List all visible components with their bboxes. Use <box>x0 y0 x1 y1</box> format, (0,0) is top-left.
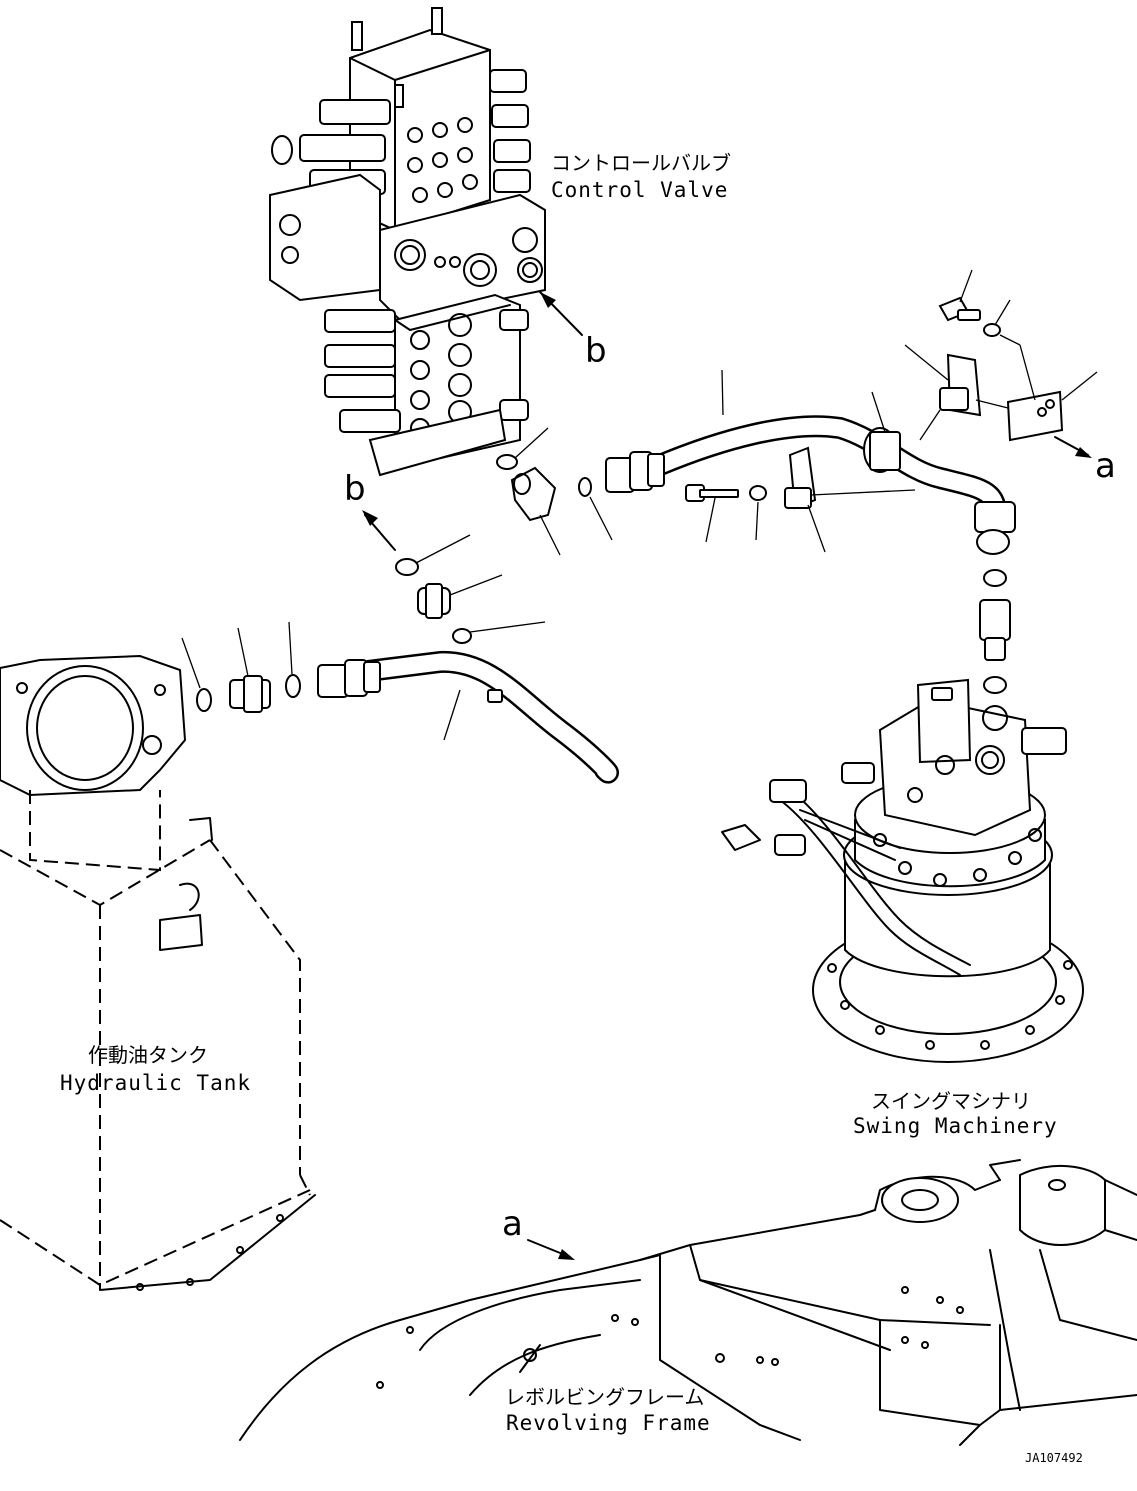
drawing-code: JA107492 <box>1025 1451 1083 1465</box>
revolving-frame-label-en: Revolving Frame <box>506 1411 711 1435</box>
fitting-parts: b <box>181 427 613 713</box>
revolving-frame: a <box>239 1159 1137 1446</box>
swing-port-fittings <box>979 569 1011 694</box>
control-valve-leaders <box>539 291 583 336</box>
swing-machinery-label-jp: スイングマシナリ <box>871 1089 1031 1113</box>
revolving-frame-label-jp: レボルビングフレーム <box>505 1385 704 1409</box>
callout-a-right: a <box>1095 446 1116 486</box>
callout-b-left: b <box>344 469 366 509</box>
hose-upper <box>605 369 1016 555</box>
callout-a-frame: a <box>502 1204 523 1244</box>
hydraulic-tank <box>0 654 316 1291</box>
control-valve-label-jp: コントロールバルブ <box>551 151 731 175</box>
callout-b-upper: b <box>585 331 607 371</box>
clamp-hardware <box>685 269 1098 553</box>
swing-machinery-label-en: Swing Machinery <box>853 1114 1058 1138</box>
swing-machinery <box>721 678 1084 1063</box>
control-valve-label-en: Control Valve <box>551 178 728 202</box>
hydraulic-tank-label-en: Hydraulic Tank <box>60 1071 251 1095</box>
hose-lower <box>317 650 619 784</box>
control-valve-assembly <box>269 7 546 477</box>
hydraulic-tank-label-jp: 作動油タンク <box>88 1043 208 1067</box>
